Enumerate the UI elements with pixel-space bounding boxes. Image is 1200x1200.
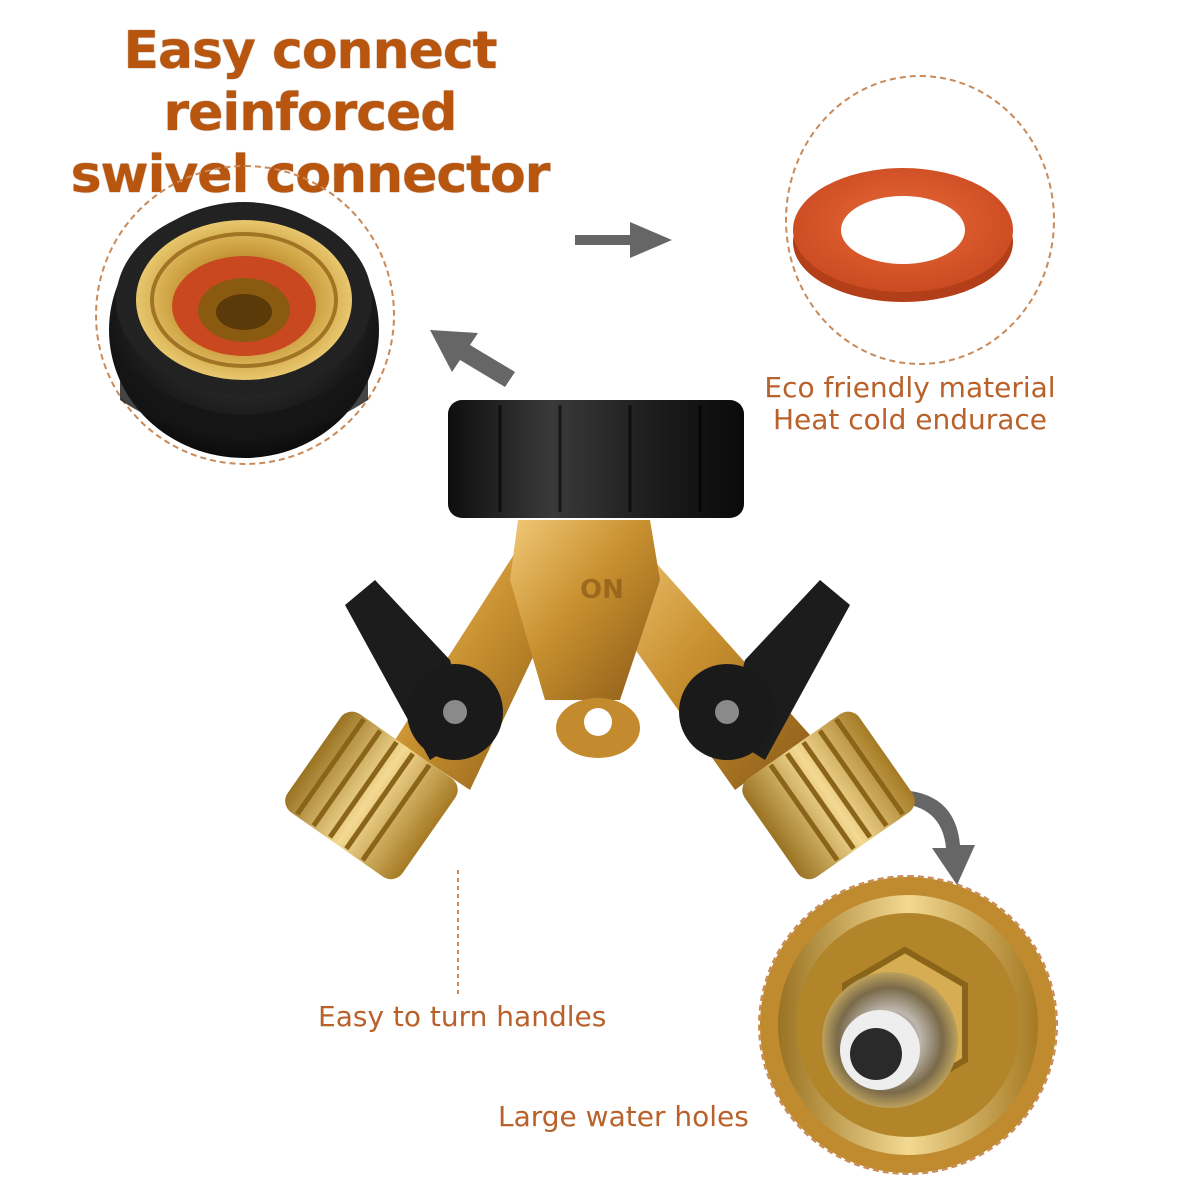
swivel-callout-circle <box>95 165 395 465</box>
svg-text:ON: ON <box>580 575 624 605</box>
washer-closeup <box>793 168 1013 302</box>
swivel-connector-closeup <box>109 202 379 458</box>
y-connector: ON <box>285 400 915 880</box>
holes-callout-circle <box>758 875 1058 1175</box>
eco-material-caption: Eco friendly material Heat cold endurace <box>740 372 1080 436</box>
headline-line-1: Easy connect reinforced <box>123 21 497 143</box>
arrow-to-swivel <box>430 330 515 387</box>
eco-caption-line-2: Heat cold endurace <box>772 403 1048 436</box>
water-holes-caption: Large water holes <box>498 1100 749 1133</box>
handles-caption: Easy to turn handles <box>318 1000 607 1033</box>
water-hole-closeup <box>760 877 1056 1173</box>
eco-caption-line-1: Eco friendly material <box>764 371 1056 404</box>
arrow-to-holes <box>895 790 975 885</box>
arrow-to-washer <box>575 222 672 258</box>
washer-callout-circle <box>785 75 1055 365</box>
headline: Easy connect reinforced swivel connector <box>0 20 620 206</box>
